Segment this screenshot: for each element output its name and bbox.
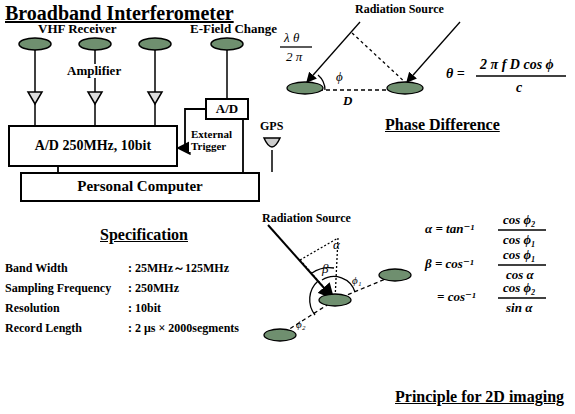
box-text: A/D (216, 102, 238, 117)
label-text: GPS (260, 120, 283, 133)
box-text: Personal Computer (77, 178, 202, 195)
label-text: Resolution (5, 302, 60, 315)
label-text: α = tan⁻¹ (425, 222, 474, 236)
label-text: Record Length (5, 322, 82, 335)
label-text: : 250MHz (128, 282, 179, 295)
label-text: 2 π (286, 50, 302, 64)
box-text: A/D 250MHz, 10bit (35, 138, 151, 154)
label-text: θ = (446, 66, 465, 81)
label-text: cos ϕ₂ (503, 213, 536, 227)
imaging-figure (264, 225, 546, 341)
label-text: Sampling Frequency (5, 282, 111, 295)
title: Broadband Interferometer (5, 2, 234, 24)
label-text: D (343, 94, 352, 108)
label-text: ϕ₂ (296, 318, 306, 330)
connector (242, 120, 244, 172)
label-text: 2 π f D cos ϕ (480, 57, 554, 72)
edge-label: External Trigger (189, 128, 241, 152)
label-text: Specification (100, 226, 188, 244)
block-box: A/D (205, 98, 249, 120)
label-text: Radiation Source (355, 3, 444, 16)
label-text: cos ϕ₁ (503, 233, 536, 247)
label-text: : 25MHz～125MHz (128, 262, 229, 275)
block-box: A/D 250MHz, 10bit (8, 125, 178, 167)
label-text: = cos⁻¹ (437, 290, 476, 304)
label-text: Amplifier (65, 64, 123, 78)
block-box: Personal Computer (20, 172, 260, 202)
label-text: c (516, 80, 522, 95)
label-text: cos ϕ₁ (503, 248, 536, 262)
antennas (19, 38, 280, 172)
label-text: Band Width (5, 262, 68, 275)
label-text: : 2 μs × 2000segments (128, 322, 239, 335)
label-text: β (322, 262, 328, 276)
label-text: cos ϕ₂ (503, 281, 536, 295)
label-text: : 10bit (128, 302, 161, 315)
label-text: Radiation Source (262, 212, 351, 225)
label-text: ϕ₁ (352, 274, 362, 286)
phase-figure (280, 22, 566, 94)
label-text: ϕ (336, 70, 343, 84)
label-text: Phase Difference (385, 116, 500, 134)
label-text: λ θ (284, 31, 299, 45)
label-text: VHF Receiver (38, 22, 117, 36)
label-text: sin α (506, 301, 532, 315)
label-text: E-Field Change (190, 22, 277, 36)
label-text: Principle for 2D imaging (395, 388, 564, 406)
label-text: β = cos⁻¹ (425, 257, 474, 271)
label-text: α (333, 238, 340, 252)
